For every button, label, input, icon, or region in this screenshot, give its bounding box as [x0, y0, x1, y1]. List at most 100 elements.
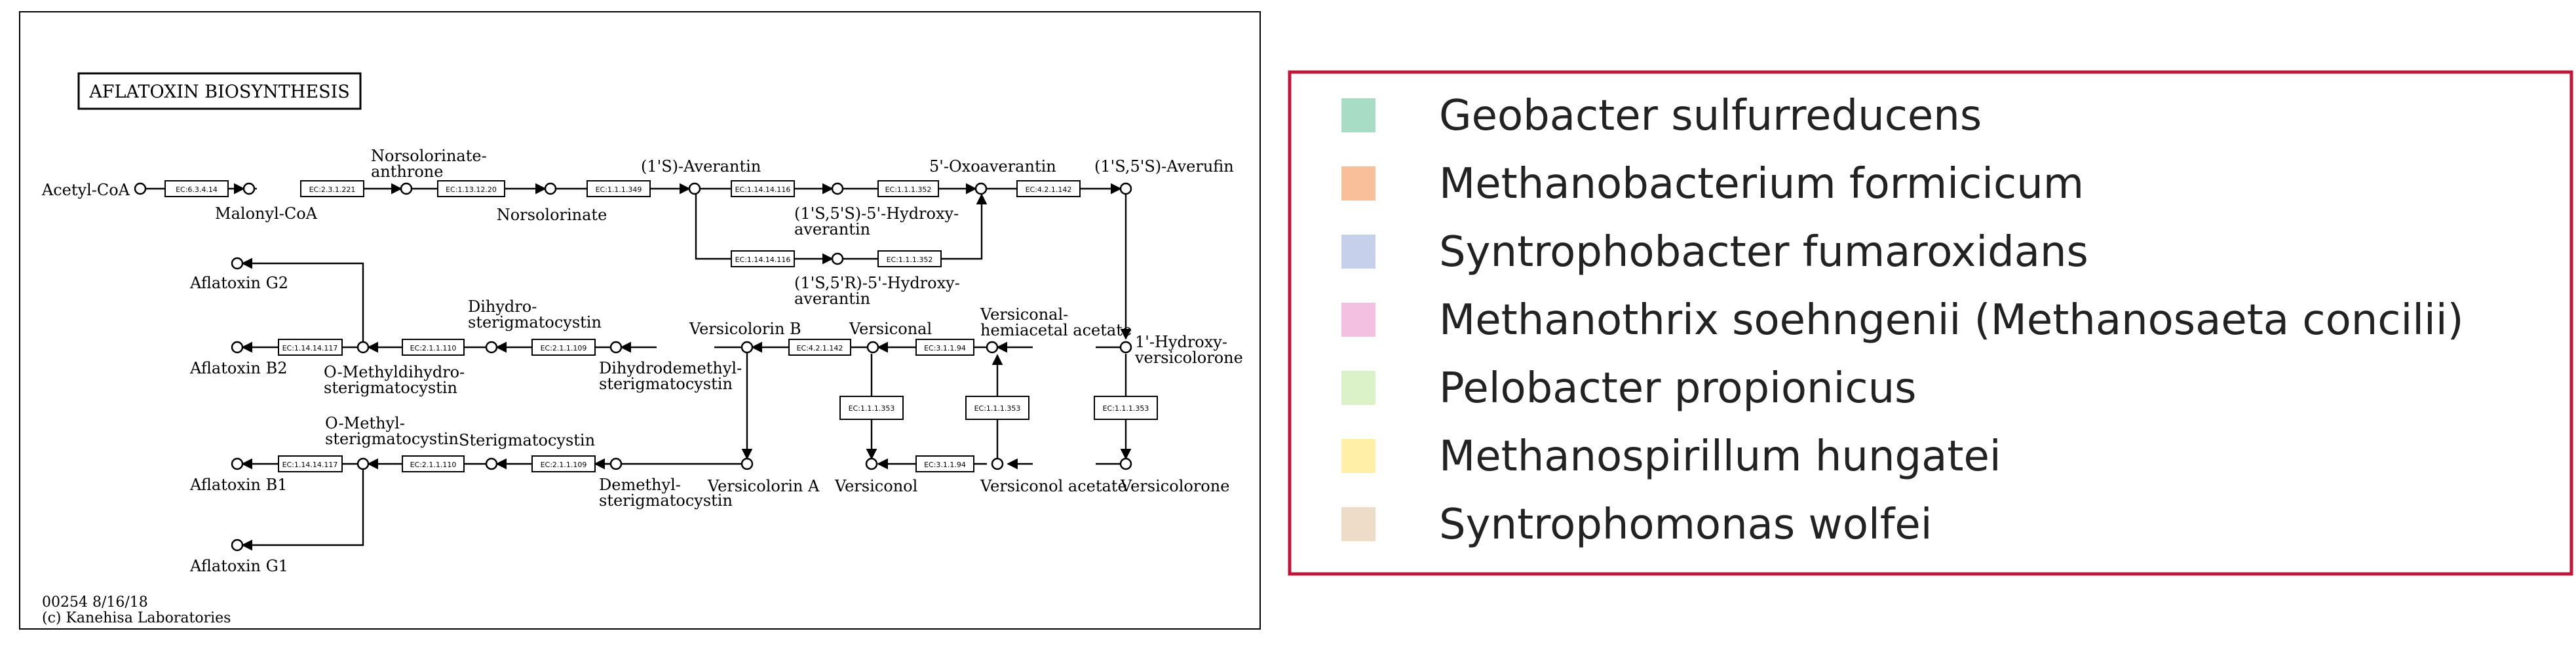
enzyme-box[interactable]: EC:3.1.1.94 — [915, 455, 974, 472]
label-dihydrosterigmatocystin: sterigmatocystin — [468, 313, 602, 332]
compound-node[interactable] — [865, 457, 878, 470]
label-oxoaverantin: 5'-Oxoaverantin — [929, 157, 1056, 176]
compound-node[interactable] — [609, 341, 623, 354]
compound-node[interactable] — [231, 257, 244, 270]
enzyme-box[interactable]: EC:1.14.14.117 — [278, 339, 343, 356]
label-hydroxyaverantin-ss: (1'S,5'S)-5'-Hydroxy- — [794, 204, 959, 223]
compound-node[interactable] — [544, 182, 557, 195]
enzyme-box[interactable]: EC:1.1.1.353 — [839, 396, 904, 420]
pathway-lines — [145, 183, 1132, 551]
enzyme-box[interactable]: EC:3.1.1.94 — [915, 339, 974, 356]
legend-swatch — [1341, 371, 1375, 405]
svg-text:EC:3.1.1.94: EC:3.1.1.94 — [924, 461, 966, 469]
compound-node[interactable] — [400, 182, 413, 195]
compound-node[interactable] — [740, 341, 754, 354]
enzyme-box[interactable]: EC:4.2.1.142 — [788, 339, 851, 356]
compound-node[interactable] — [974, 182, 988, 195]
label-o-methylsterigmatocystin: O-Methyl- — [325, 414, 405, 432]
legend-swatch — [1341, 166, 1375, 200]
label-averufin: (1'S,5'S)-Averufin — [1094, 157, 1234, 176]
label-aflatoxin-g1: Aflatoxin G1 — [189, 557, 288, 575]
enzyme-box[interactable]: EC:1.14.14.117 — [278, 455, 343, 472]
svg-text:EC:1.14.14.116: EC:1.14.14.116 — [735, 256, 791, 264]
svg-text:EC:4.2.1.142: EC:4.2.1.142 — [1026, 185, 1072, 194]
legend-swatch — [1341, 303, 1375, 337]
compound-node[interactable] — [831, 252, 844, 265]
label-norsolorinate: Norsolorinate — [497, 206, 607, 224]
enzyme-box[interactable]: EC:2.3.1.221 — [300, 180, 364, 197]
species-legend: Geobacter sulfurreducensMethanobacterium… — [1288, 70, 2573, 576]
legend-label: Syntrophomonas wolfei — [1439, 501, 1932, 549]
enzyme-box[interactable]: EC:2.1.1.109 — [531, 339, 596, 356]
label-hydroxyaverantin-ss: averantin — [794, 220, 870, 238]
compound-node[interactable] — [356, 457, 370, 470]
compound-node[interactable] — [866, 341, 879, 354]
compound-node[interactable] — [485, 457, 498, 470]
label-norsolorinate-anthrone: anthrone — [371, 162, 443, 181]
enzyme-box[interactable]: EC:1.1.1.349 — [586, 180, 651, 197]
svg-text:EC:1.1.1.352: EC:1.1.1.352 — [885, 185, 932, 194]
compound-node[interactable] — [134, 182, 147, 195]
label-sterigmatocystin: Sterigmatocystin — [459, 431, 595, 449]
svg-text:EC:1.13.12.20: EC:1.13.12.20 — [446, 185, 497, 194]
legend-swatch — [1341, 439, 1375, 473]
legend-label: Methanobacterium formicicum — [1439, 160, 2084, 208]
compound-node[interactable] — [831, 182, 844, 195]
legend-label: Methanospirillum hungatei — [1439, 432, 2001, 481]
label-versicolorone: Versicolorone — [1120, 477, 1229, 495]
enzyme-boxes: EC:6.3.4.14 EC:2.3.1.221 EC:1.13.12.20 E… — [164, 180, 1158, 472]
compound-node[interactable] — [1119, 341, 1132, 354]
compound-node[interactable] — [609, 457, 623, 470]
enzyme-box[interactable]: EC:1.1.1.352 — [877, 250, 942, 267]
enzyme-box[interactable]: EC:1.14.14.116 — [731, 180, 795, 197]
legend-swatch — [1341, 98, 1375, 132]
label-aflatoxin-g2: Aflatoxin G2 — [189, 274, 288, 292]
compound-node[interactable] — [231, 539, 244, 552]
enzyme-box[interactable]: EC:1.13.12.20 — [437, 180, 505, 197]
enzyme-box[interactable]: EC:2.1.1.109 — [531, 455, 596, 472]
label-aflatoxin-b2: Aflatoxin B2 — [189, 359, 288, 377]
svg-text:EC:2.1.1.110: EC:2.1.1.110 — [410, 461, 457, 469]
legend-item: Syntrophobacter fumaroxidans — [1341, 228, 2088, 276]
svg-text:EC:2.3.1.221: EC:2.3.1.221 — [309, 185, 356, 194]
compound-node[interactable] — [231, 341, 244, 354]
compound-node[interactable] — [1119, 182, 1132, 195]
svg-text:EC:1.14.14.117: EC:1.14.14.117 — [282, 344, 338, 352]
label-dihydrodemethylsterigmatocystin: Dihydrodemethyl- — [599, 359, 742, 377]
pathway-map: AFLATOXIN BIOSYNTHESIS — [19, 11, 1261, 630]
label-aflatoxin-b1: Aflatoxin B1 — [189, 476, 288, 494]
compound-node[interactable] — [688, 182, 701, 195]
label-versiconol: Versiconol — [834, 477, 917, 495]
enzyme-box[interactable]: EC:1.14.14.116 — [731, 250, 795, 267]
svg-text:EC:4.2.1.142: EC:4.2.1.142 — [797, 344, 843, 352]
compound-node[interactable] — [740, 457, 754, 470]
svg-text:EC:3.1.1.94: EC:3.1.1.94 — [924, 344, 966, 352]
enzyme-box[interactable]: EC:1.1.1.352 — [877, 180, 939, 197]
enzyme-box[interactable]: EC:2.1.1.110 — [402, 455, 465, 472]
compound-node[interactable] — [231, 457, 244, 470]
compound-node[interactable] — [356, 341, 370, 354]
svg-text:EC:1.14.14.117: EC:1.14.14.117 — [282, 461, 338, 469]
legend-label: Methanothrix soehngenii (Methanosaeta co… — [1439, 296, 2464, 345]
svg-text:EC:1.1.1.353: EC:1.1.1.353 — [849, 404, 895, 413]
compound-node[interactable] — [986, 341, 999, 354]
label-norsolorinate-anthrone: Norsolorinate- — [371, 147, 487, 165]
legend-label: Geobacter sulfurreducens — [1439, 92, 1982, 140]
compound-node[interactable] — [242, 182, 256, 195]
label-versiconal-hemiacetal-acetate: hemiacetal acetate — [980, 321, 1132, 339]
label-versiconol-acetate: Versiconol acetate — [980, 477, 1127, 495]
enzyme-box[interactable]: EC:6.3.4.14 — [164, 180, 229, 197]
svg-text:EC:1.1.1.352: EC:1.1.1.352 — [887, 256, 933, 264]
compound-node[interactable] — [485, 341, 498, 354]
legend-item: Pelobacter propionicus — [1341, 364, 1916, 413]
enzyme-box[interactable]: EC:1.1.1.353 — [1094, 396, 1158, 420]
label-malonyl-coa: Malonyl-CoA — [215, 204, 318, 223]
compound-labels: Acetyl-CoA Malonyl-CoA Norsolorinate- an… — [41, 147, 1243, 575]
svg-text:EC:2.1.1.110: EC:2.1.1.110 — [410, 344, 457, 352]
enzyme-box[interactable]: EC:4.2.1.142 — [1016, 180, 1081, 197]
compound-node[interactable] — [991, 457, 1004, 470]
enzyme-box[interactable]: EC:2.1.1.110 — [402, 339, 465, 356]
label-averantin: (1'S)-Averantin — [641, 157, 761, 176]
compound-node[interactable] — [1119, 457, 1132, 470]
enzyme-box[interactable]: EC:1.1.1.353 — [965, 396, 1029, 420]
